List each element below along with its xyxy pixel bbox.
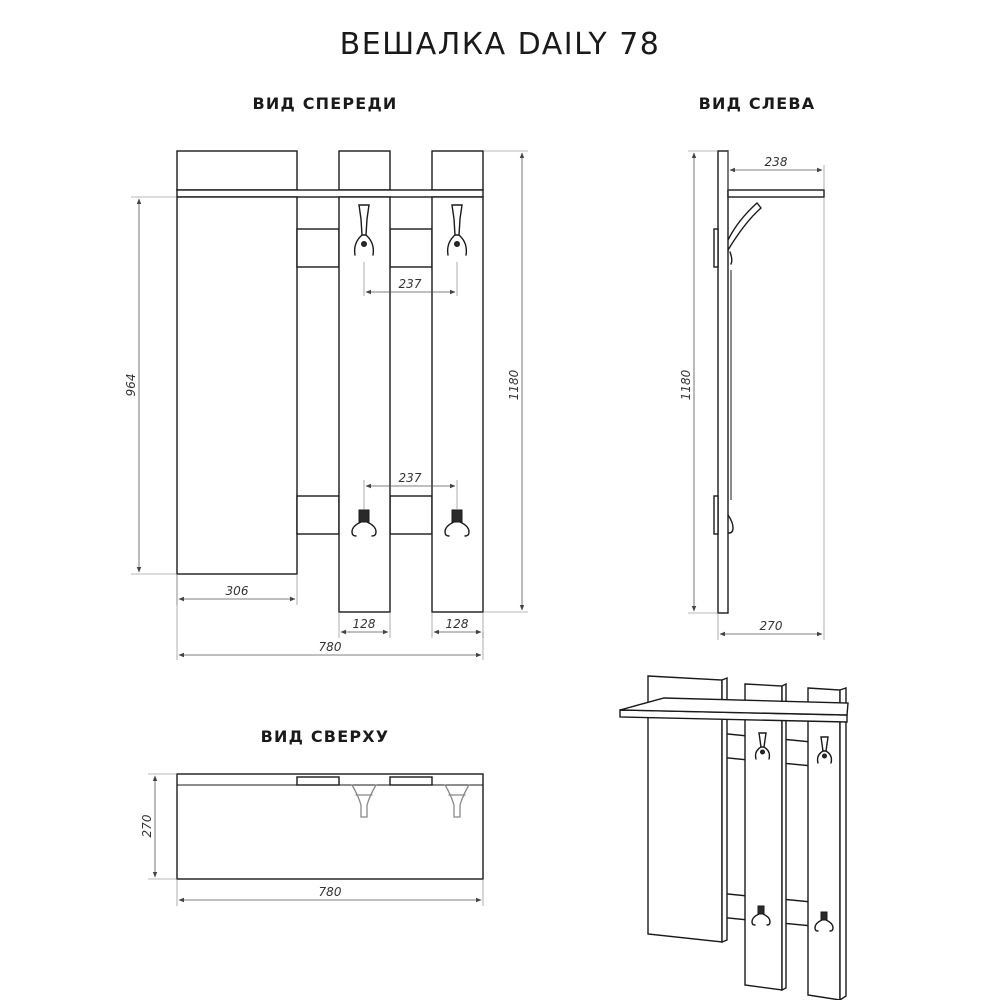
- iso-board-2: [807, 687, 841, 1000]
- side-back-panel: [717, 150, 729, 614]
- front-view-label: ВИД СПЕРЕДИ: [253, 94, 398, 113]
- dim-hook-spacing-bottom: 237: [399, 471, 422, 485]
- left-view-label: ВИД СЛЕВА: [699, 94, 816, 113]
- iso-hook-top-1: [754, 732, 771, 760]
- top-rail-1: [296, 776, 340, 786]
- iso-hook-bottom-1: [751, 905, 771, 926]
- side-rail-bottom: [713, 495, 719, 535]
- dim-panel-width: 306: [226, 584, 249, 598]
- dim-hook-spacing-top: 237: [399, 277, 422, 291]
- left-view: ВИД СЛЕВА 238 1180 270: [679, 94, 825, 640]
- front-hook-top-2: [446, 204, 468, 256]
- dim-top-depth: 270: [140, 814, 154, 837]
- front-hook-top-1: [353, 204, 375, 256]
- dim-total-height: 1180: [507, 369, 521, 400]
- top-view: ВИД СВЕРХУ 270 780: [140, 727, 484, 906]
- front-big-panel: [176, 196, 298, 575]
- dim-board-width-2: 128: [446, 617, 469, 631]
- dim-top-width: 780: [319, 885, 342, 899]
- top-shelf: [176, 773, 484, 880]
- iso-board-1: [744, 683, 783, 991]
- front-rail-bottom-right: [389, 495, 433, 535]
- dim-total-width: 780: [319, 640, 342, 654]
- top-view-label: ВИД СВЕРХУ: [261, 727, 390, 746]
- top-hook-2: [444, 784, 470, 818]
- front-board-2-top: [431, 150, 484, 191]
- front-shelf: [176, 189, 484, 198]
- dim-panel-height: 964: [124, 374, 138, 397]
- front-board-1: [338, 196, 391, 613]
- top-rail-2: [389, 776, 433, 786]
- side-hook-bottom: [727, 514, 734, 534]
- isometric-view: [619, 675, 849, 1000]
- side-rail-top: [713, 228, 719, 268]
- dim-board-width-1: 128: [353, 617, 376, 631]
- front-view: ВИД СПЕРЕДИ: [124, 94, 528, 660]
- front-rail-top-right: [389, 228, 433, 268]
- iso-hook-top-2: [816, 736, 833, 764]
- dim-side-depth: 270: [760, 619, 783, 633]
- front-board-1-top: [338, 150, 391, 191]
- front-board-2: [431, 196, 484, 613]
- top-hook-1: [351, 784, 377, 818]
- front-rail-top-left: [296, 228, 340, 268]
- side-hook-top: [727, 201, 762, 251]
- dim-side-height: 1180: [679, 369, 693, 400]
- iso-hook-bottom-2: [814, 911, 834, 932]
- front-panel-top: [176, 150, 298, 191]
- front-rail-bottom-left: [296, 495, 340, 535]
- drawing-title: ВЕШАЛКА DAILY 78: [340, 27, 661, 62]
- dim-shelf-depth: 238: [765, 155, 788, 169]
- iso-shelf-top: [619, 697, 849, 716]
- side-shelf: [727, 189, 825, 198]
